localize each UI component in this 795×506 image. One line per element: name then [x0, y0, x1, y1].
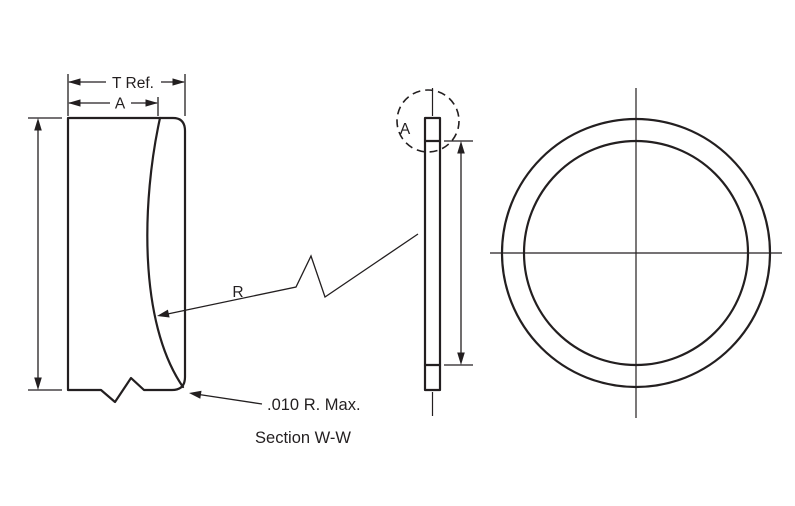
arrow-up-icon [457, 141, 465, 154]
front-view [490, 88, 782, 418]
thickness-dimension: T Ref. [67, 74, 186, 116]
arrow-down-icon [457, 352, 465, 365]
t-ref-label: T Ref. [112, 75, 154, 92]
arrow-right-icon [145, 99, 158, 107]
corner-radius-label: .010 R. Max. [267, 396, 361, 414]
arrow-left-icon [68, 99, 81, 107]
section-title: Section W-W [255, 429, 351, 447]
a-dim-label: A [115, 96, 126, 113]
a-dimension: A [68, 96, 159, 116]
section-outline [66, 116, 187, 404]
detail-circle [396, 89, 460, 153]
corner-radius-callout: .010 R. Max. [189, 390, 361, 414]
arrow-right-icon [172, 78, 185, 86]
id-dimension [444, 140, 473, 366]
section-view [66, 116, 187, 404]
detail-a-label: A [400, 121, 411, 138]
height-dimension [28, 117, 62, 391]
arrow-up-icon [34, 118, 42, 131]
radius-leader: R [157, 233, 419, 318]
edge-view [423, 88, 442, 416]
leader-line [198, 393, 263, 405]
section-concave-curve [146, 116, 185, 389]
arrow-left-icon [157, 309, 170, 318]
arrow-left-icon [68, 78, 81, 86]
arrow-left-icon [189, 390, 202, 399]
leader-line [160, 233, 419, 317]
arrow-down-icon [34, 377, 42, 390]
radius-label: R [232, 284, 243, 301]
edge-view-outline [423, 116, 442, 392]
detail-circle-a: A [396, 89, 460, 153]
